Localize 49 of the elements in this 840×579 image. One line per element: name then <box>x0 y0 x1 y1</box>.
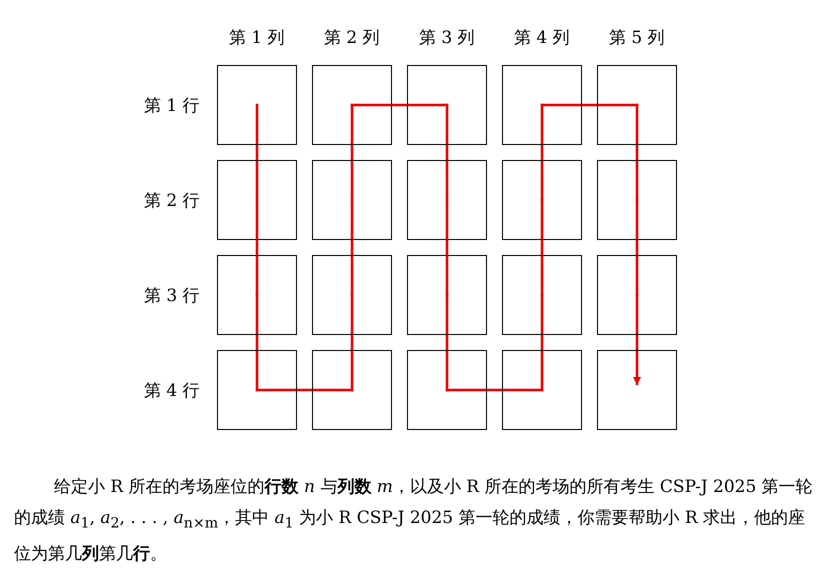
seat-box <box>312 350 392 430</box>
seat-box <box>597 160 677 240</box>
path-line <box>540 104 638 106</box>
path-line <box>350 104 354 202</box>
path-line <box>540 104 544 202</box>
path-line <box>446 104 448 202</box>
path-line <box>540 198 544 296</box>
column-header: 第 5 列 <box>609 26 665 48</box>
seat-box <box>217 255 297 335</box>
seat-box <box>597 255 677 335</box>
seat-box <box>502 350 582 430</box>
column-header: 第 4 列 <box>514 26 570 48</box>
seat-box <box>407 350 487 430</box>
seat-box <box>312 65 392 145</box>
seat-box <box>407 255 487 335</box>
seat-box <box>217 65 297 145</box>
column-header: 第 1 列 <box>229 26 285 48</box>
seat-box <box>502 160 582 240</box>
path-line <box>446 294 448 392</box>
path-line <box>256 294 258 392</box>
seat-box <box>312 255 392 335</box>
seat-box <box>407 160 487 240</box>
path-line <box>540 294 544 392</box>
seat-box <box>217 350 297 430</box>
column-header: 第 3 列 <box>419 26 475 48</box>
seat-box <box>407 65 487 145</box>
problem-statement: 给定小 R 所在的考场座位的行数 n 与列数 m，以及小 R 所在的考场的所有考生 CSP-J 2025 第一轮的成绩 a$_{1}$, a$_{2}$, . . . , a$_{n×m}$，其中 a$_{1}$ 为小 R CSP-J 2025 第一轮的成绩，你需要帮助小 R 求出，他的座位为第几列第几行。 <box>14 476 814 566</box>
path-line <box>256 198 258 296</box>
path-line <box>350 198 354 296</box>
seat-box <box>597 350 677 430</box>
path-line <box>350 294 354 392</box>
seat-box <box>312 160 392 240</box>
path-line <box>256 388 354 392</box>
seat-box <box>217 160 297 240</box>
arrow <box>633 294 641 385</box>
path-line <box>636 104 638 202</box>
path-line <box>446 198 448 296</box>
row-header: 第 4 行 <box>144 380 200 402</box>
seat-box <box>502 65 582 145</box>
path-line <box>350 104 448 106</box>
column-header: 第 2 列 <box>324 26 380 48</box>
path-line <box>446 388 544 392</box>
seat-box <box>597 65 677 145</box>
row-header: 第 2 行 <box>144 190 200 212</box>
row-header: 第 1 行 <box>144 94 200 116</box>
path-line <box>636 198 638 296</box>
path-line <box>256 104 258 202</box>
row-header: 第 3 行 <box>144 284 200 306</box>
seat-box <box>502 255 582 335</box>
